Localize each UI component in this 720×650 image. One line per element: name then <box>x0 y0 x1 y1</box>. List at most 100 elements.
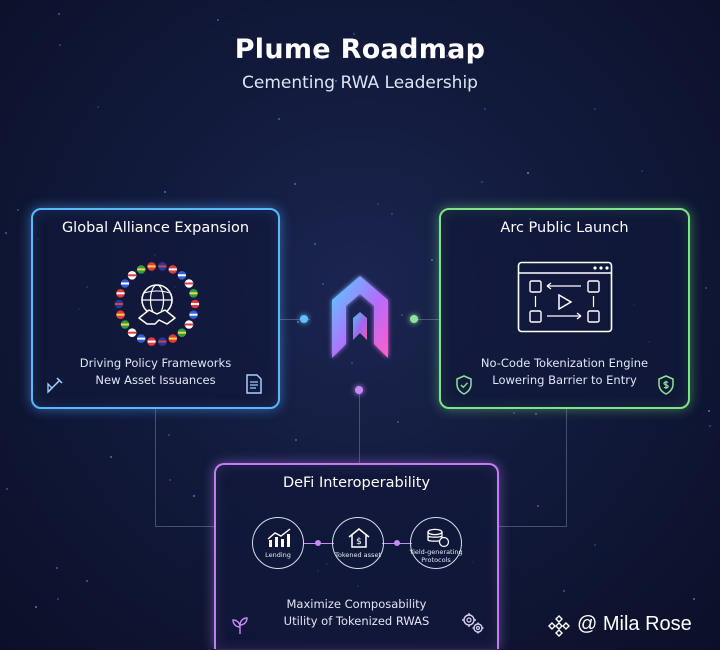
star <box>535 413 537 415</box>
globe-handshake-flags-icon <box>114 262 200 346</box>
card-defi-interoperability: DeFi Interoperability Lending $ Tokened … <box>214 463 499 649</box>
card-line-1: Maximize Composability <box>286 597 427 611</box>
star <box>594 108 596 110</box>
coin-stack-icon <box>427 528 450 548</box>
star <box>513 412 515 414</box>
flag-chip-stripe <box>177 331 186 334</box>
star <box>257 49 259 51</box>
star <box>168 434 170 436</box>
card-line-2: Lowering Barrier to Entry <box>492 373 637 387</box>
star <box>537 505 539 507</box>
compass-pencil-icon <box>47 377 63 394</box>
star <box>401 314 403 316</box>
gears-icon <box>462 613 484 634</box>
shield-check-icon <box>456 375 472 395</box>
flag-chip-stripe <box>191 303 199 305</box>
star <box>193 495 195 497</box>
star <box>693 598 695 600</box>
flag-chip-stripe <box>137 268 146 271</box>
star <box>315 48 317 50</box>
flag-chip-stripe <box>121 323 129 326</box>
connector-dot-left <box>300 315 308 323</box>
flag-chip-stripe <box>147 265 156 268</box>
protocol-connector-dot <box>315 540 321 546</box>
star <box>594 544 596 546</box>
star <box>59 44 61 46</box>
star <box>397 421 399 423</box>
star <box>294 183 296 185</box>
star <box>5 232 7 234</box>
star <box>315 57 317 59</box>
star <box>470 49 472 51</box>
flag-chip-stripe <box>116 313 125 316</box>
star <box>349 41 351 43</box>
star <box>322 283 324 285</box>
flag-chip-stripe <box>147 340 156 343</box>
star <box>295 439 297 441</box>
star <box>297 321 299 323</box>
flag-chip-stripe <box>168 268 177 271</box>
star <box>6 488 8 490</box>
protocol-label: Yield-generating Protocols <box>409 548 463 564</box>
flag-chip-stripe <box>128 274 137 277</box>
star <box>58 13 60 15</box>
flag-chip-stripe <box>121 282 129 285</box>
flag-chip-stripe <box>189 292 198 295</box>
protocol-yield-generating: Yield-generating Protocols <box>409 517 463 569</box>
flag-chip-stripe <box>189 313 198 316</box>
binance-diamond-icon <box>548 615 570 637</box>
workflow-window-icon <box>517 261 613 333</box>
watermark-text: @ Mila Rose <box>577 613 692 635</box>
page-subtitle: Cementing RWA Leadership <box>242 73 478 93</box>
star <box>17 209 19 211</box>
star <box>705 287 707 289</box>
star <box>391 213 393 215</box>
star <box>217 19 219 21</box>
connector-dot-bottom <box>355 386 363 394</box>
star <box>563 590 565 592</box>
house-dollar-icon: $ <box>348 528 370 548</box>
star <box>278 118 280 120</box>
flag-chip-stripe <box>137 337 146 340</box>
star <box>57 598 59 600</box>
card-line-1: No-Code Tokenization Engine <box>480 356 649 370</box>
star <box>164 191 166 193</box>
star <box>377 203 379 205</box>
star <box>97 106 99 108</box>
protocol-label: Lending <box>265 551 291 559</box>
plume-logo-icon <box>332 276 388 358</box>
star <box>110 456 112 458</box>
card-line-1: Driving Policy Frameworks <box>79 356 232 370</box>
star <box>335 80 337 82</box>
card-title: Global Alliance Expansion <box>61 220 250 236</box>
connector-center-vertical <box>359 390 360 463</box>
star <box>467 87 469 89</box>
flag-chip-stripe <box>185 323 193 326</box>
star <box>481 181 483 183</box>
star <box>353 33 355 35</box>
star <box>351 362 353 364</box>
star <box>484 108 486 110</box>
flag-chip-stripe <box>168 337 177 340</box>
page-title: Plume Roadmap <box>234 34 486 65</box>
sprout-icon <box>232 617 248 634</box>
connector-left-down <box>155 409 156 526</box>
growth-chart-icon <box>267 528 291 547</box>
star <box>709 425 711 427</box>
connector-right-horizontal <box>412 319 439 320</box>
star <box>35 606 37 608</box>
flag-chip-stripe <box>185 282 193 285</box>
protocol-label: Tokened asset <box>335 551 381 559</box>
card-title: Arc Public Launch <box>500 220 629 236</box>
protocol-lending: Lending <box>252 517 304 569</box>
flag-chip-stripe <box>158 340 167 343</box>
document-icon <box>246 374 262 394</box>
flag-chip-stripe <box>115 303 123 305</box>
star <box>86 580 88 582</box>
star <box>314 243 316 245</box>
star <box>641 170 643 172</box>
svg-text:$: $ <box>356 537 362 547</box>
flag-chip-stripe <box>158 265 167 268</box>
card-arc-public-launch: Arc Public Launch No-Code Tokenization E… <box>439 208 690 409</box>
flag-chip-stripe <box>128 331 137 334</box>
